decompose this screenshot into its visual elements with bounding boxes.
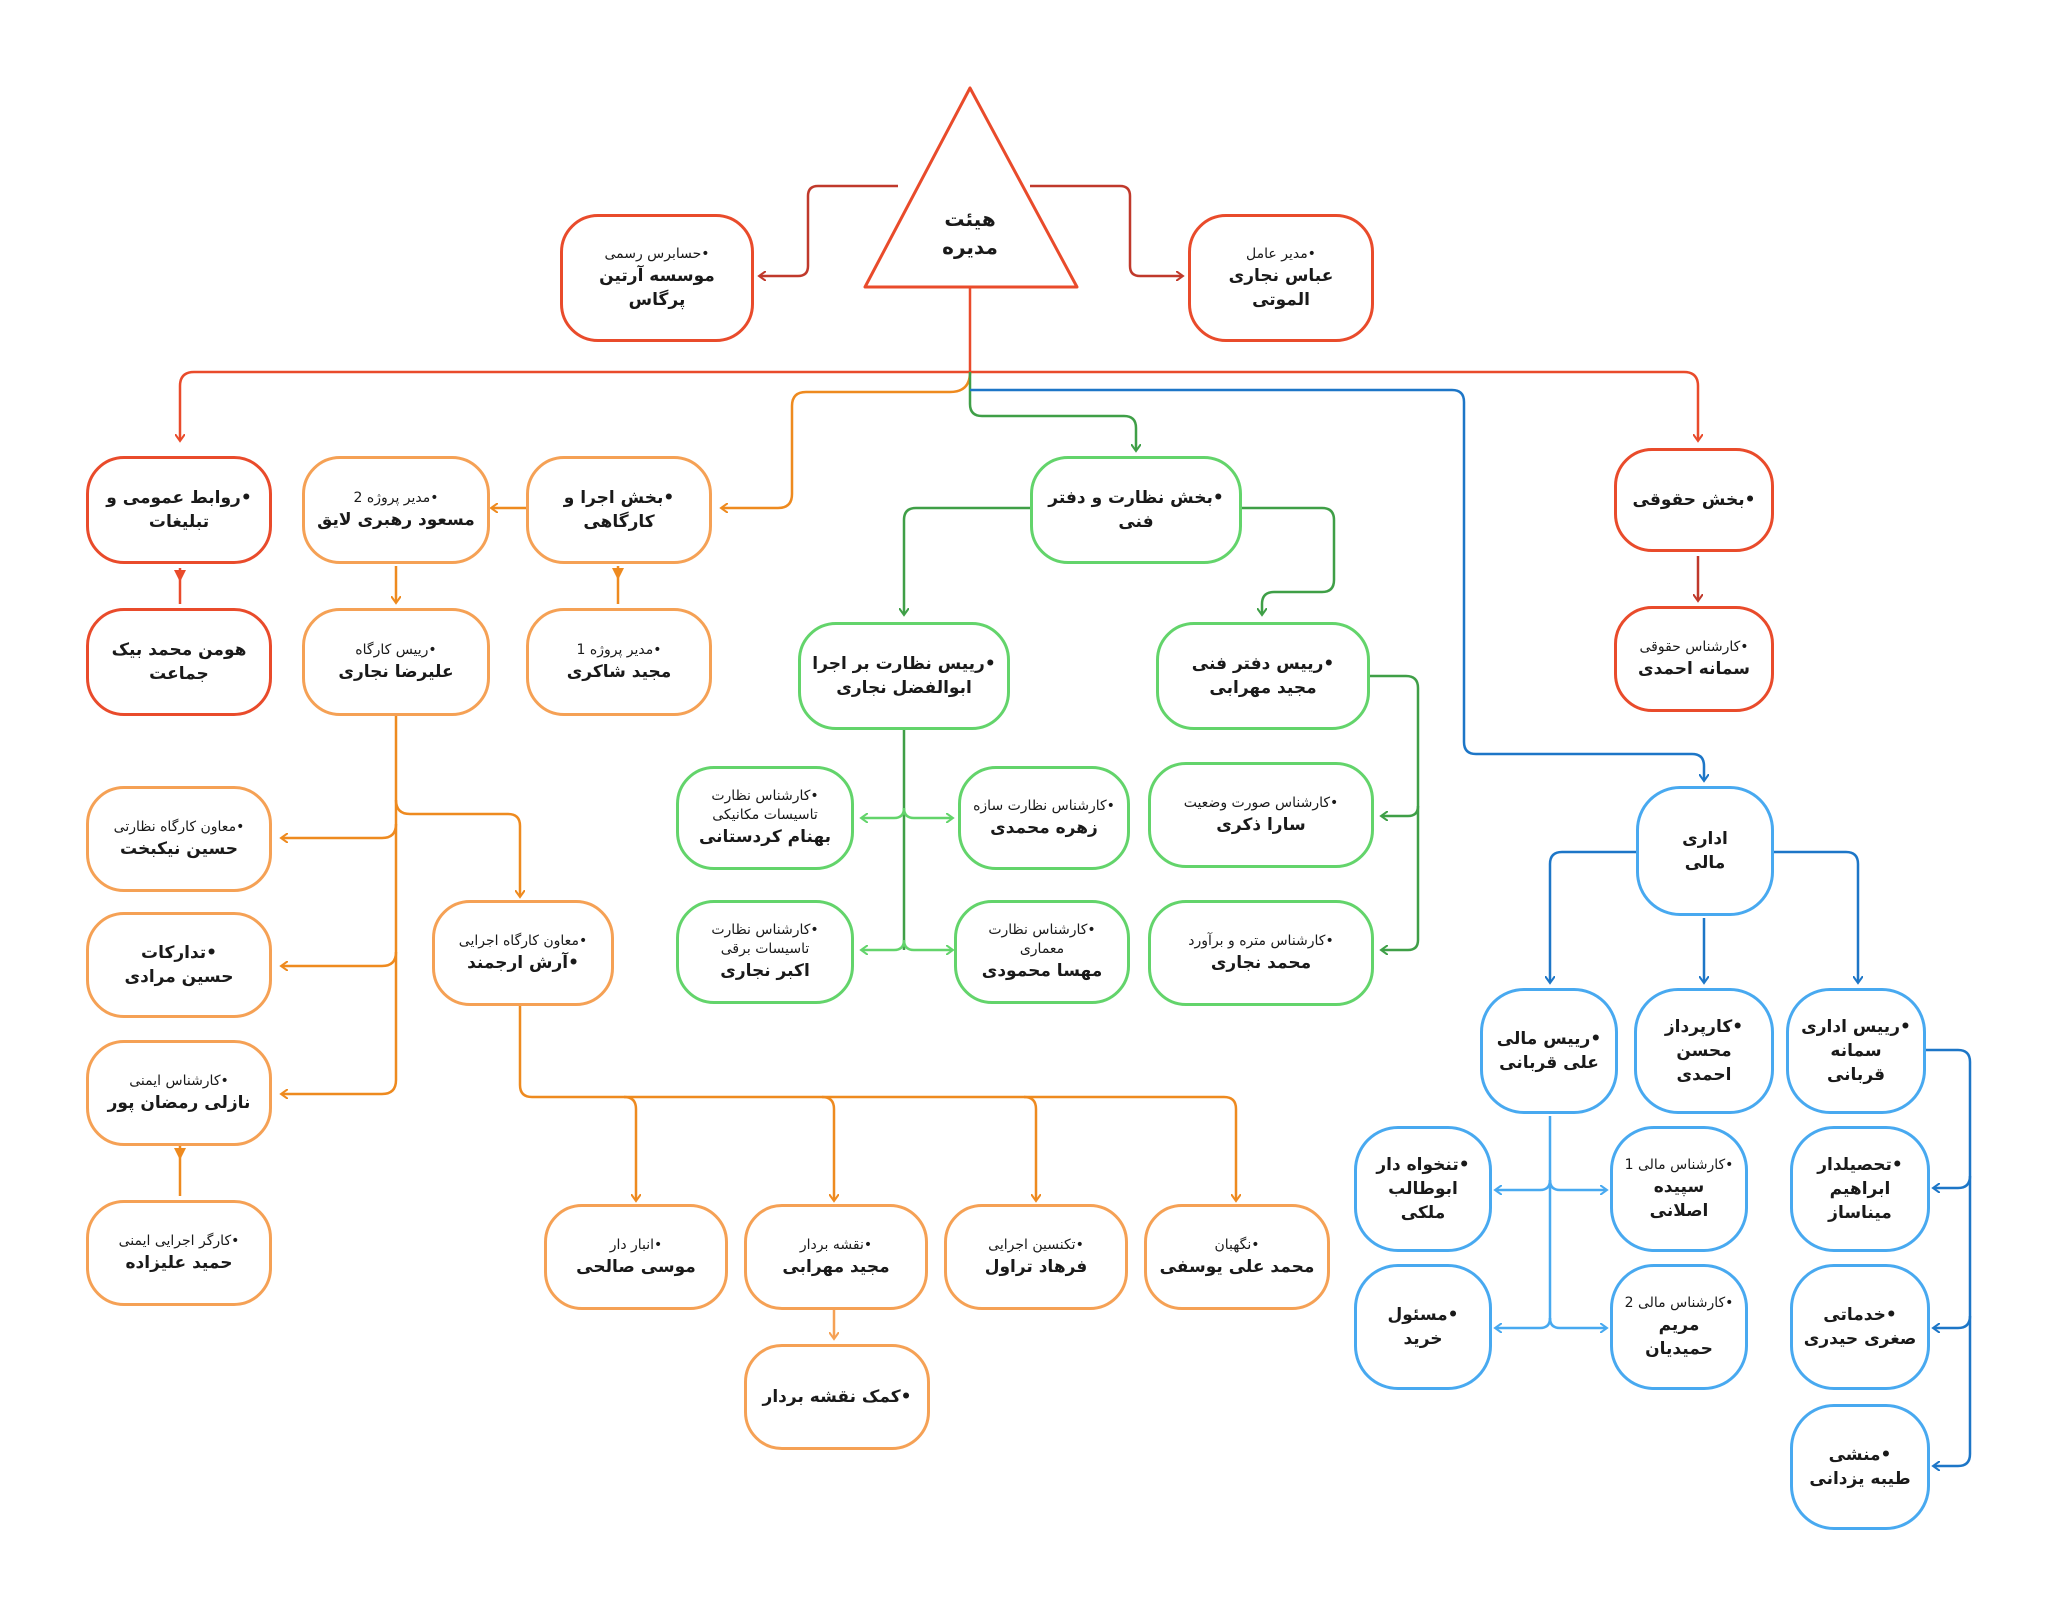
surveyor-asst-box: •کمک نقشه بردار [744,1344,930,1450]
line-fin-fin1 [1548,1179,1606,1190]
line-site-trunk [282,716,398,1094]
line-to-exec [722,371,972,508]
line-to-legal [970,370,1698,440]
line-sup-elec [862,939,906,950]
supervision-box: •بخش نظارت و دفتر فنی [1030,456,1242,564]
marker-safety [174,1148,186,1160]
line-site-deputyexec [394,799,520,896]
line-deputyexec-trunk [518,1006,1236,1200]
line-to-admin [970,388,1704,780]
purchase-box: •مسئول خرید [1354,1264,1492,1390]
line-sup-left [904,506,1030,614]
line-to-technician [1023,1095,1036,1200]
line-fin-purchase [1496,1317,1552,1328]
line-tech-status [1382,805,1420,816]
exec-box: •بخش اجرا و کارگاهی [526,456,712,564]
marker-exec [612,568,624,580]
marker-pr [174,570,186,582]
line-fin-fin2 [1548,1317,1606,1328]
line-site-supply [282,951,398,966]
line-admin-collector [1934,1175,1972,1188]
line-board-auditor [760,184,898,276]
line-admin-right [1768,850,1858,982]
line-to-surveyor [821,1095,834,1200]
line-sup-struct [902,807,952,818]
line-admin-left [1550,850,1642,982]
line-admin-services [1934,1315,1972,1328]
line-board-ceo [1030,184,1182,276]
line-fin-payroll [1496,1179,1552,1190]
line-to-pr [180,370,970,440]
line-adminhead-bracket [1924,1048,1972,1466]
pr-staff-box: هومن محمد بیک جماعت [86,608,272,716]
deputy-exec-box: •معاون کارگاه اجرایی•آرش ارجمند [432,900,614,1006]
pr-box: •روابط عمومی و تبلیغات [86,456,272,564]
line-to-supervision [968,372,1136,450]
line-sup-mech [862,807,906,818]
legal-box: •بخش حقوقی [1614,448,1774,552]
line-site-deputy [282,823,398,838]
line-sup-right [1242,506,1336,614]
line-to-warehouse [623,1095,636,1200]
line-sup-arch [902,939,952,950]
line-tech-bracket [1370,674,1420,950]
